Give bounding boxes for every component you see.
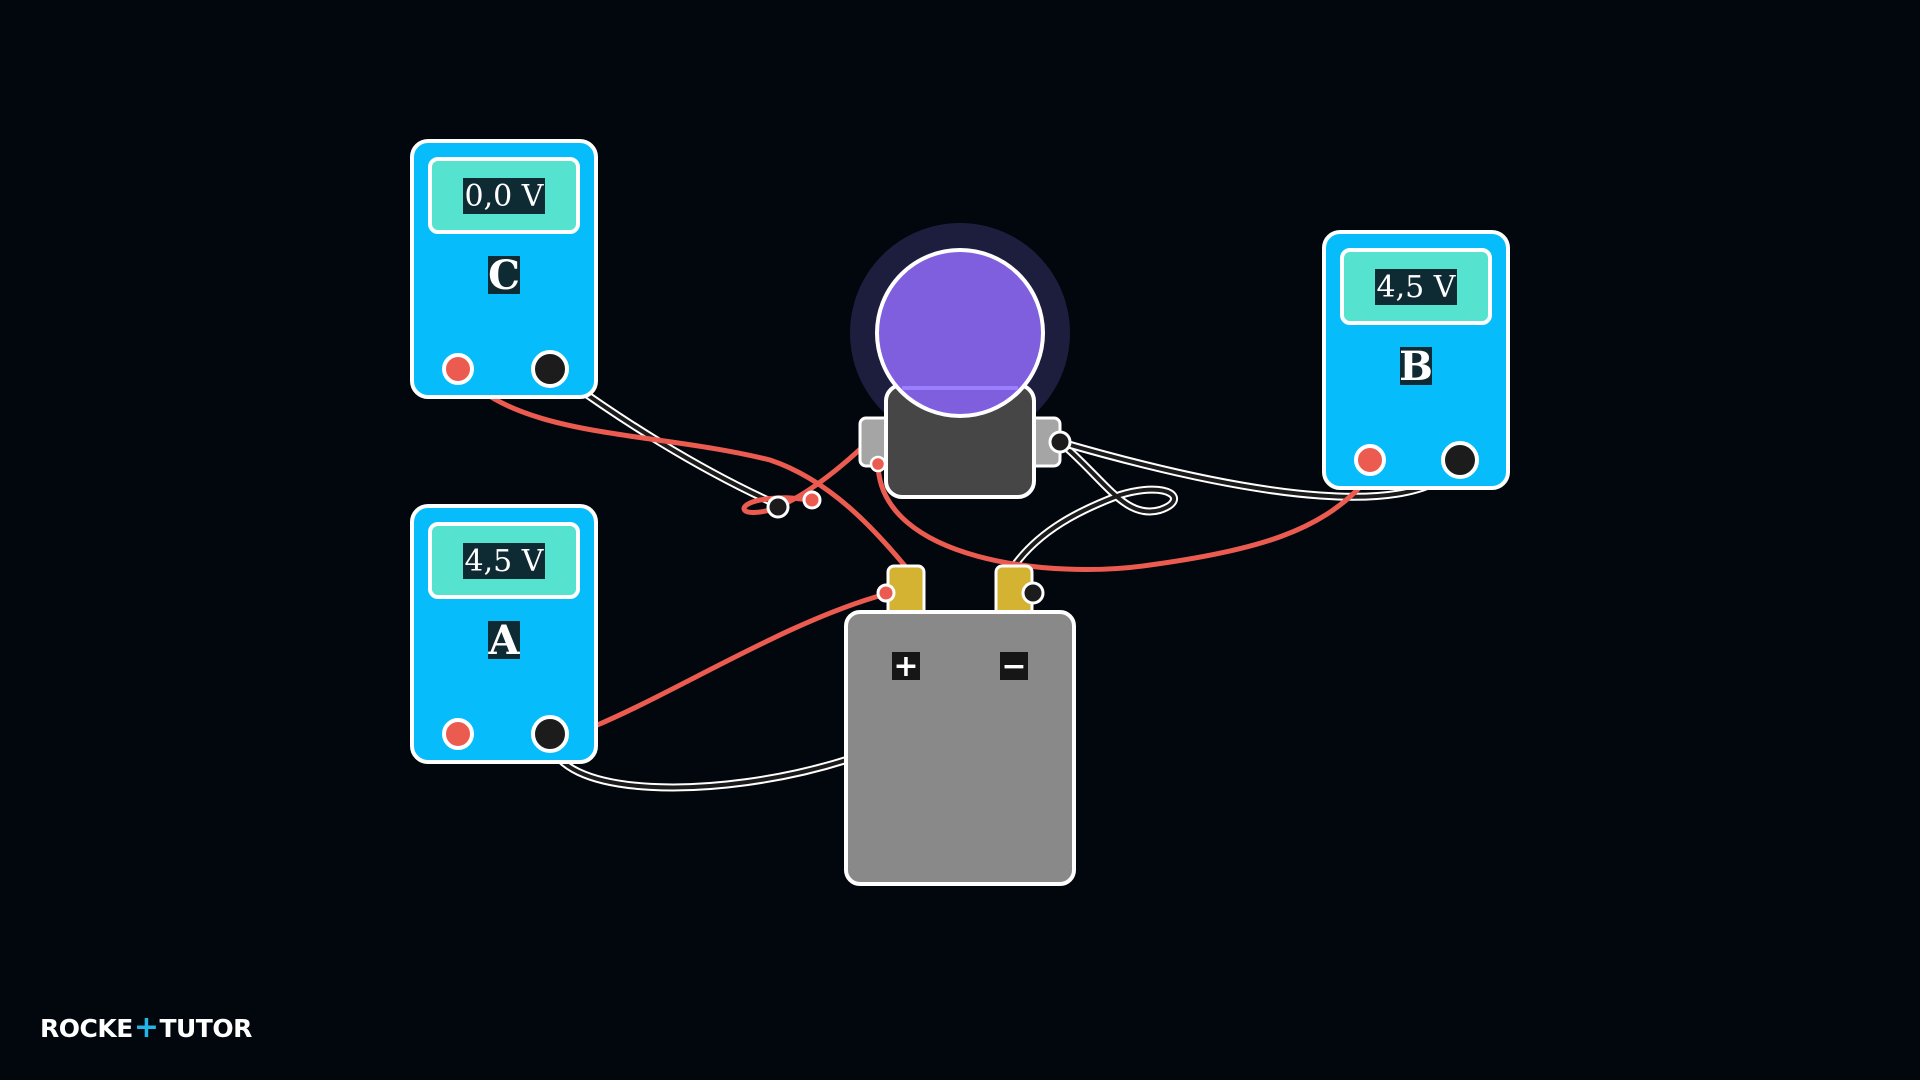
battery[interactable]: + −: [844, 564, 1076, 886]
meter-c-reading: 0,0 V: [465, 179, 545, 214]
logo-plus: +: [133, 1010, 159, 1045]
junction-red-dot[interactable]: [802, 490, 822, 510]
meter-c-letter-bg: [488, 256, 520, 294]
battery-plus-label-bg: [892, 652, 920, 680]
meter-b-letter: B: [1399, 343, 1433, 390]
battery-minus-label: −: [1001, 649, 1026, 684]
wire-red-meter-a[interactable]: [592, 591, 889, 729]
meter-b-display-panel: [1375, 269, 1457, 305]
battery-body: [844, 610, 1076, 886]
meter-c-red-terminal[interactable]: [442, 353, 474, 385]
meter-a-display-panel: [463, 543, 545, 579]
junction-black-dot[interactable]: [766, 495, 790, 519]
battery-minus-dot[interactable]: [1021, 581, 1045, 605]
meter-a-letter: A: [487, 617, 520, 664]
battery-plus-label: +: [893, 649, 918, 684]
battery-minus-label-bg: [1000, 652, 1028, 680]
bulb-left-dot[interactable]: [869, 455, 887, 473]
meter-a-reading: 4,5 V: [465, 544, 545, 579]
meter-c-black-terminal[interactable]: [531, 350, 569, 388]
voltmeter-c[interactable]: 0,0 V C: [410, 139, 598, 399]
bulb-glass: [875, 248, 1045, 418]
wire-red-bulb-left[interactable]: [741, 429, 881, 516]
wire-red-meter-b[interactable]: [875, 461, 1365, 572]
meter-c-display-panel: [463, 178, 545, 214]
bulb-right-dot[interactable]: [1048, 430, 1072, 454]
meter-a-black-terminal[interactable]: [531, 715, 569, 753]
meter-a-red-terminal[interactable]: [442, 718, 474, 750]
meter-b-red-terminal[interactable]: [1354, 444, 1386, 476]
meter-b-black-terminal[interactable]: [1441, 441, 1479, 479]
voltmeter-b[interactable]: 4,5 V B: [1322, 230, 1510, 490]
meter-b-reading: 4,5 V: [1377, 270, 1457, 305]
rocket-tutor-logo: ROCKE+TUTOR: [40, 1011, 252, 1045]
light-bulb[interactable]: [850, 223, 1072, 499]
meter-b-letter-bg: [1400, 347, 1432, 385]
wire-red-meter-c[interactable]: [455, 367, 908, 569]
logo-part2: TUTOR: [159, 1013, 252, 1043]
meter-a-letter-bg: [488, 621, 520, 659]
logo-part1: ROCKE: [40, 1013, 133, 1043]
voltmeter-a[interactable]: 4,5 V A: [410, 504, 598, 764]
meter-c-letter: C: [488, 252, 520, 299]
battery-plus-dot[interactable]: [876, 583, 896, 603]
